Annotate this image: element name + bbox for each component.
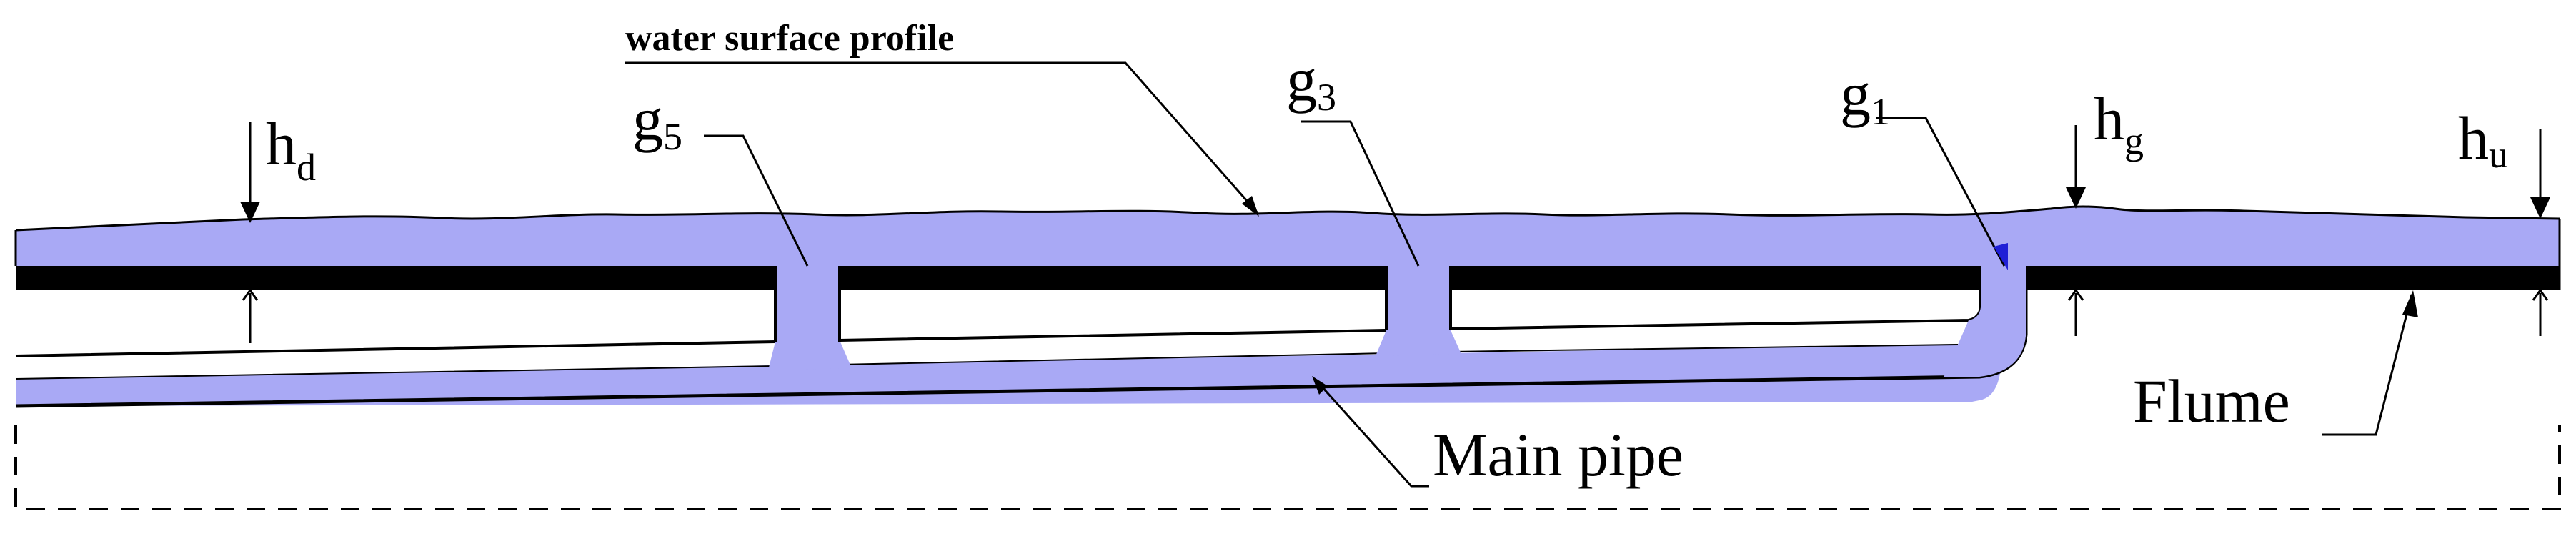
- main-pipe-upper-inner-line: [15, 344, 1959, 380]
- arrowhead-hg: [2066, 187, 2086, 209]
- label-flume: Flume: [2133, 367, 2290, 435]
- label-g5: g5: [632, 84, 682, 158]
- water-surface-line: [15, 205, 2560, 232]
- gate-pipe-g5: [768, 266, 852, 370]
- gate-pipe-g1: [1944, 266, 2026, 377]
- tick-hd: [242, 288, 259, 343]
- leader-flume-head: [2402, 290, 2418, 317]
- flume-outline: [14, 219, 2561, 290]
- flume-slab-1: [16, 266, 775, 290]
- gate-pipe-g3: [1376, 266, 1461, 356]
- label-g1: g1: [1840, 59, 1890, 133]
- flume-slab-4: [2026, 266, 2560, 290]
- label-hg: hg: [2094, 84, 2144, 162]
- flume-slab-3: [1451, 266, 1981, 290]
- ground-boundary: [14, 425, 2561, 510]
- leader-g1-head: [1994, 243, 2008, 270]
- arrowhead-hu: [2530, 197, 2550, 219]
- water-body: [16, 207, 2560, 266]
- leader-g5: [704, 134, 809, 267]
- label-hd: hd: [266, 109, 316, 189]
- arrowhead-hd: [240, 202, 260, 223]
- leader-water-surface: [625, 61, 1259, 214]
- flume-slab-2: [840, 266, 1386, 290]
- leader-g1: [1876, 117, 2006, 267]
- leader-main-pipe-head: [1312, 376, 1328, 395]
- main-pipe-body: [16, 343, 2001, 406]
- label-main-pipe: Main pipe: [1433, 420, 1684, 489]
- leader-flume: [2322, 294, 2413, 436]
- leader-water-surface-head: [1242, 196, 1259, 217]
- tick-hu: [2532, 288, 2549, 336]
- label-water-surface-profile: water surface profile: [625, 18, 954, 59]
- tick-hg: [2067, 288, 2084, 336]
- label-g3: g3: [1286, 45, 1336, 119]
- label-hu: hu: [2458, 104, 2508, 176]
- leader-g3: [1301, 120, 1420, 267]
- main-pipe-top-wall: [15, 290, 1982, 357]
- leader-main-pipe: [1313, 377, 1429, 488]
